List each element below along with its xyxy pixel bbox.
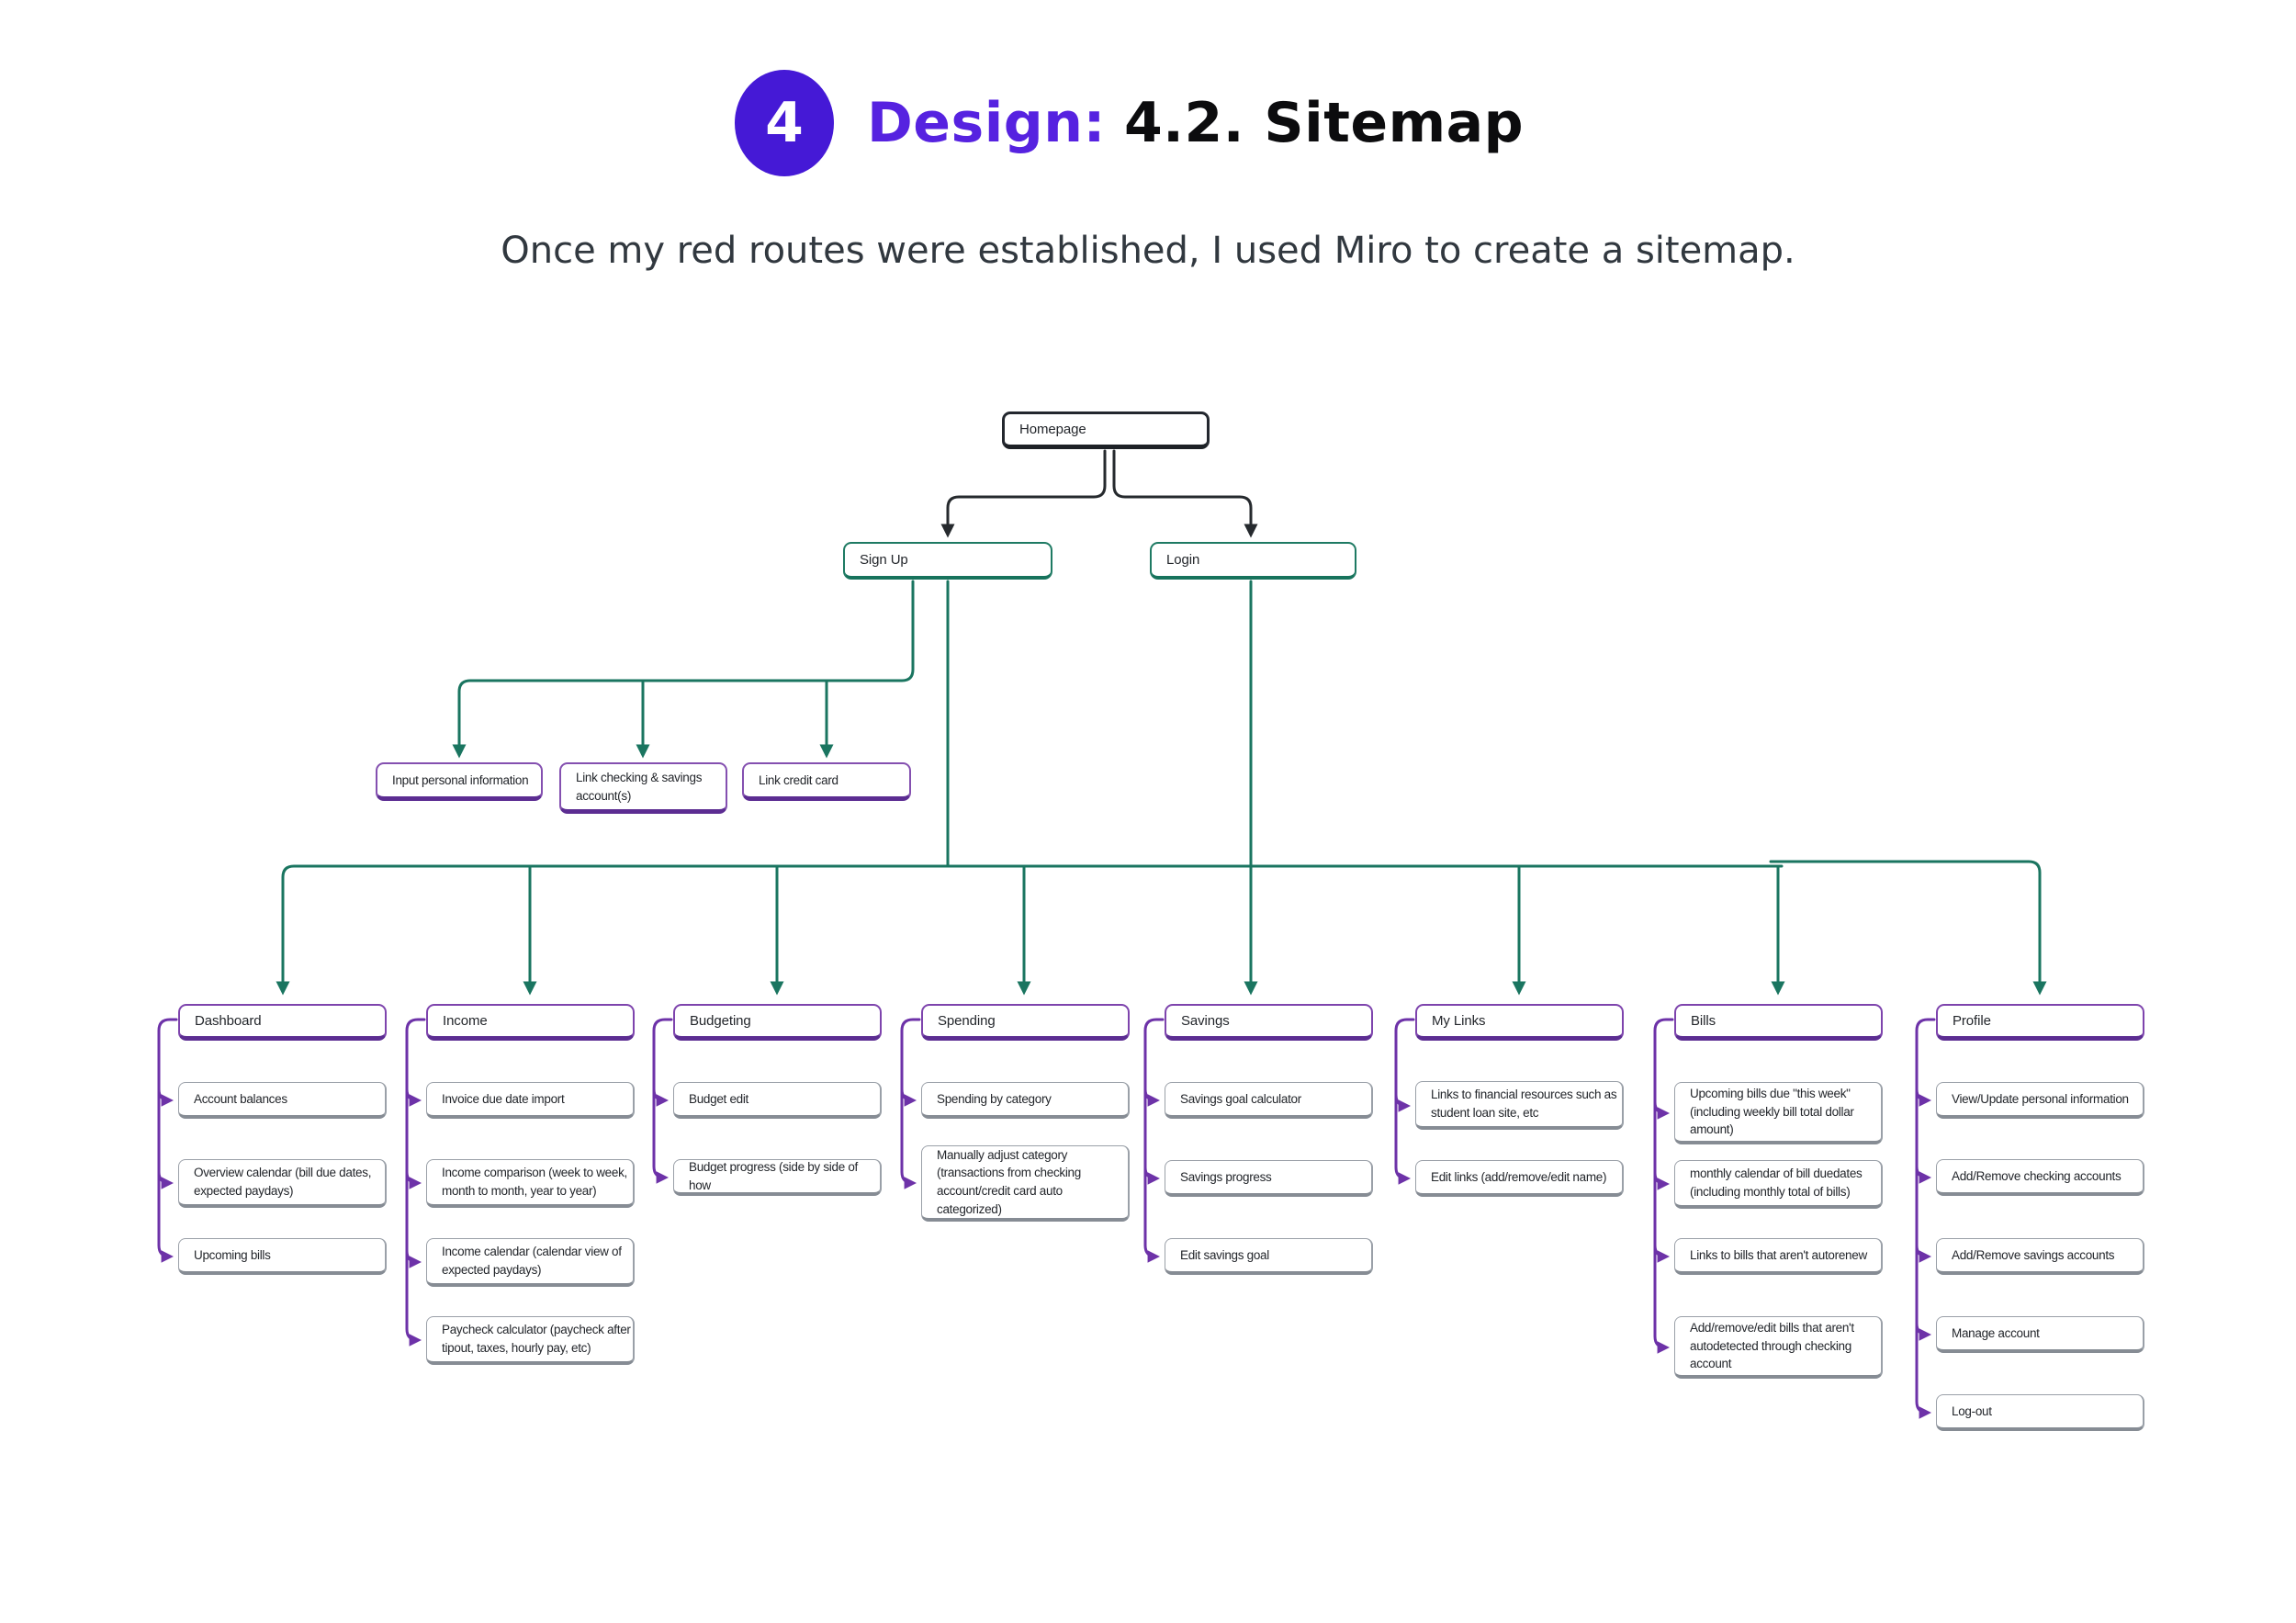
node-item: Overview calendar (bill due dates, expec…	[178, 1159, 387, 1208]
connector-homepage-login	[1112, 449, 1258, 538]
node-input-personal-information: Input personal information	[376, 762, 543, 801]
spine-branch	[405, 1088, 422, 1107]
node-item: Manually adjust category (transactions f…	[921, 1145, 1130, 1222]
node-item: View/Update personal information	[1936, 1082, 2144, 1119]
spine-branch	[1915, 1322, 1932, 1341]
node-item: Upcoming bills due "this week" (includin…	[1674, 1082, 1883, 1144]
node-item: Account balances	[178, 1082, 387, 1119]
spine-branch	[900, 1088, 917, 1107]
spine-branch	[405, 1170, 422, 1189]
node-signup: Sign Up	[843, 542, 1052, 580]
spine-branch	[1915, 1088, 1932, 1107]
node-link-checking-savings: Link checking & savings account(s)	[559, 762, 727, 814]
node-mylinks: My Links	[1415, 1004, 1624, 1041]
connectors-homepage	[940, 449, 1258, 538]
spine-branch	[1915, 1244, 1932, 1263]
connector-bus-profile	[1769, 860, 2047, 996]
node-link-credit-card: Link credit card	[742, 762, 911, 801]
node-item: Manage account	[1936, 1316, 2144, 1353]
spine-branch	[1915, 1165, 1932, 1184]
node-item: Add/remove/edit bills that aren't autode…	[1674, 1316, 1883, 1379]
node-item: Links to financial resources such as stu…	[1415, 1081, 1624, 1130]
spine-branch	[1143, 1088, 1161, 1107]
spine-profile	[1915, 1018, 1936, 1419]
spine-budgeting	[652, 1018, 673, 1184]
node-income: Income	[426, 1004, 635, 1041]
spine-branch	[405, 1249, 422, 1268]
spine-branch	[157, 1088, 174, 1107]
node-item: Income calendar (calendar view of expect…	[426, 1238, 635, 1287]
node-login: Login	[1150, 542, 1356, 580]
node-homepage: Homepage	[1002, 411, 1210, 449]
connector-signup-child1	[452, 580, 915, 759]
node-item: Log-out	[1936, 1394, 2144, 1431]
step-number: 4	[765, 91, 804, 155]
spine-branch	[1394, 1093, 1412, 1112]
spine-bills	[1653, 1018, 1674, 1354]
page-subtitle: Once my red routes were established, I u…	[501, 230, 1795, 272]
connectors-green	[276, 580, 2047, 996]
node-spending: Spending	[921, 1004, 1130, 1041]
node-dashboard: Dashboard	[178, 1004, 387, 1041]
node-item: Paycheck calculator (paycheck after tipo…	[426, 1316, 635, 1365]
spine-income	[405, 1018, 426, 1347]
node-item: Add/Remove savings accounts	[1936, 1238, 2144, 1275]
node-item: Income comparison (week to week, month t…	[426, 1159, 635, 1208]
spine-branch	[1143, 1166, 1161, 1185]
spine-branch	[1653, 1100, 1671, 1120]
connectors-purple-spines	[157, 1018, 1936, 1419]
node-item: Edit links (add/remove/edit name)	[1415, 1160, 1624, 1197]
node-item: Savings goal calculator	[1165, 1082, 1373, 1119]
node-item: Budget progress (side by side of how	[673, 1159, 882, 1196]
spine-branch	[1653, 1171, 1671, 1190]
spine-branch	[652, 1088, 670, 1107]
node-item: Spending by category	[921, 1082, 1130, 1119]
node-item: Budget edit	[673, 1082, 882, 1119]
spine-branch	[157, 1170, 174, 1189]
node-bills: Bills	[1674, 1004, 1883, 1041]
node-item: Upcoming bills	[178, 1238, 387, 1275]
node-budgeting: Budgeting	[673, 1004, 882, 1041]
step-number-badge: 4	[735, 70, 834, 176]
node-item: Invoice due date import	[426, 1082, 635, 1119]
spine-savings	[1143, 1018, 1165, 1263]
node-item: Savings progress	[1165, 1160, 1373, 1197]
connector-bus-dashboard	[276, 864, 1784, 996]
page-title-accent: Design:	[867, 91, 1106, 155]
connector-homepage-signup	[940, 449, 1107, 538]
spine-dashboard	[157, 1018, 178, 1263]
node-item: Links to bills that aren't autorenew	[1674, 1238, 1883, 1275]
spine-spending	[900, 1018, 921, 1189]
spine-branch	[1653, 1244, 1671, 1263]
page-title: Design: 4.2. Sitemap	[867, 70, 1524, 176]
node-savings: Savings	[1165, 1004, 1373, 1041]
node-profile: Profile	[1936, 1004, 2144, 1041]
page-title-rest: 4.2. Sitemap	[1123, 91, 1525, 155]
node-item: Edit savings goal	[1165, 1238, 1373, 1275]
node-item: Add/Remove checking accounts	[1936, 1159, 2144, 1196]
spine-mylinks	[1394, 1018, 1415, 1185]
node-item: monthly calendar of bill duedates (inclu…	[1674, 1160, 1883, 1209]
